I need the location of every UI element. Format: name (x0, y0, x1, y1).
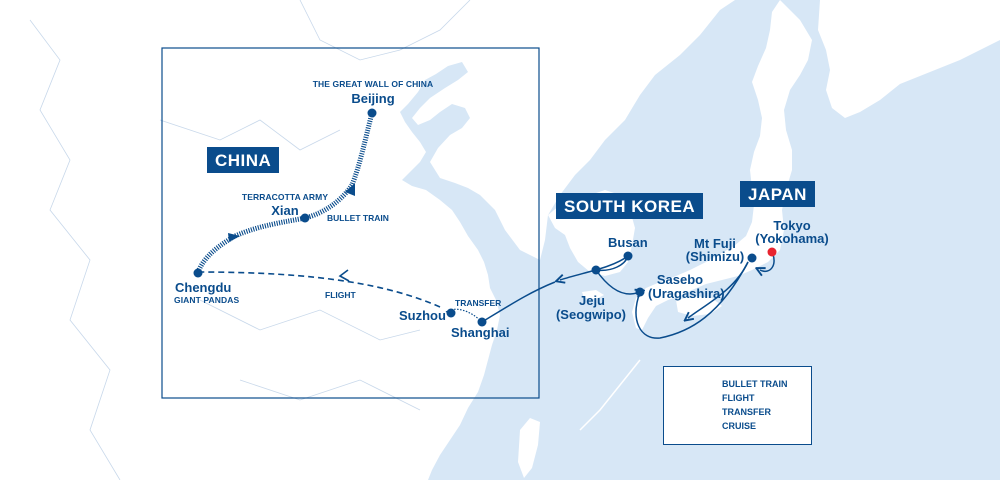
flight-arrow (338, 269, 350, 282)
beijing-label: Beijing (351, 91, 395, 106)
country-label-china: CHINA (207, 147, 280, 173)
transfer-label: TRANSFER (455, 298, 502, 308)
country-label-japan: JAPAN (740, 181, 815, 207)
mt-fuji-alt-label: (Shimizu) (685, 249, 745, 264)
map-legend: BULLET TRAIN FLIGHT TRANSFER CRUISE (663, 366, 812, 445)
suzhou-dot[interactable] (446, 308, 456, 318)
legend-label: TRANSFER (722, 407, 771, 417)
jeju-alt-label: (Seogwipo) (555, 307, 627, 322)
mt-fuji-label: Mt Fuji (694, 236, 736, 251)
legend-label: BULLET TRAIN (722, 379, 788, 389)
busan-label: Busan (608, 235, 648, 250)
chengdu-label: Chengdu (175, 280, 232, 295)
tokyo-alt-label: (Yokohama) (755, 231, 829, 246)
legend-label: CRUISE (722, 421, 757, 431)
chengdu-dot[interactable] (193, 268, 203, 278)
chengdu-note: GIANT PANDAS (174, 295, 240, 305)
borders (29, 0, 471, 480)
xian-note: TERRACOTTA ARMY (241, 192, 329, 202)
sea-area (400, 0, 1000, 480)
legend-item-bullet-train: BULLET TRAIN (676, 378, 788, 390)
shanghai-label: Shanghai (451, 325, 510, 340)
busan-dot[interactable] (623, 251, 633, 261)
jeju-island (582, 290, 604, 299)
okinawa-islands (579, 359, 641, 431)
flight-route (197, 271, 441, 308)
hokkaido-land (818, 0, 1000, 118)
legend-item-cruise: CRUISE (676, 420, 756, 432)
bullet-train-label: BULLET TRAIN (327, 213, 389, 223)
beijing-dot[interactable] (367, 108, 377, 118)
xian-dot[interactable] (300, 213, 310, 223)
tokyo-dot[interactable] (767, 247, 777, 257)
cruise-route (481, 281, 556, 323)
legend-label: FLIGHT (722, 393, 755, 403)
bullet-train-arrow-1 (228, 233, 240, 242)
bullet-train-arrow-2 (345, 183, 355, 196)
shikoku-land (676, 296, 722, 316)
sasebo-dot[interactable] (635, 287, 645, 297)
country-label-south-korea: SOUTH KOREA (556, 193, 704, 219)
shanghai-dot[interactable] (477, 317, 487, 327)
suzhou-label: Suzhou (399, 308, 446, 323)
jeju-dot[interactable] (591, 265, 601, 275)
legend-item-transfer: TRANSFER (676, 406, 771, 418)
taiwan-island (518, 418, 540, 478)
xian-label: Xian (271, 203, 299, 218)
cruise-route-fuji-tokyo (688, 261, 749, 318)
sasebo-alt-label: (Uragashira) (648, 286, 725, 301)
china-inset-frame (161, 47, 540, 399)
legend-item-flight: FLIGHT (676, 392, 755, 404)
mt-fuji-dot[interactable] (747, 253, 757, 263)
beijing-note: THE GREAT WALL OF CHINA (312, 79, 434, 89)
sasebo-label: Sasebo (656, 272, 704, 287)
flight-label: FLIGHT (325, 290, 356, 300)
cruise-route-sasebo-fuji (635, 261, 749, 339)
jeju-label: Jeju (578, 293, 605, 308)
tokyo-label: Tokyo (773, 218, 811, 233)
japan-land (632, 0, 812, 330)
